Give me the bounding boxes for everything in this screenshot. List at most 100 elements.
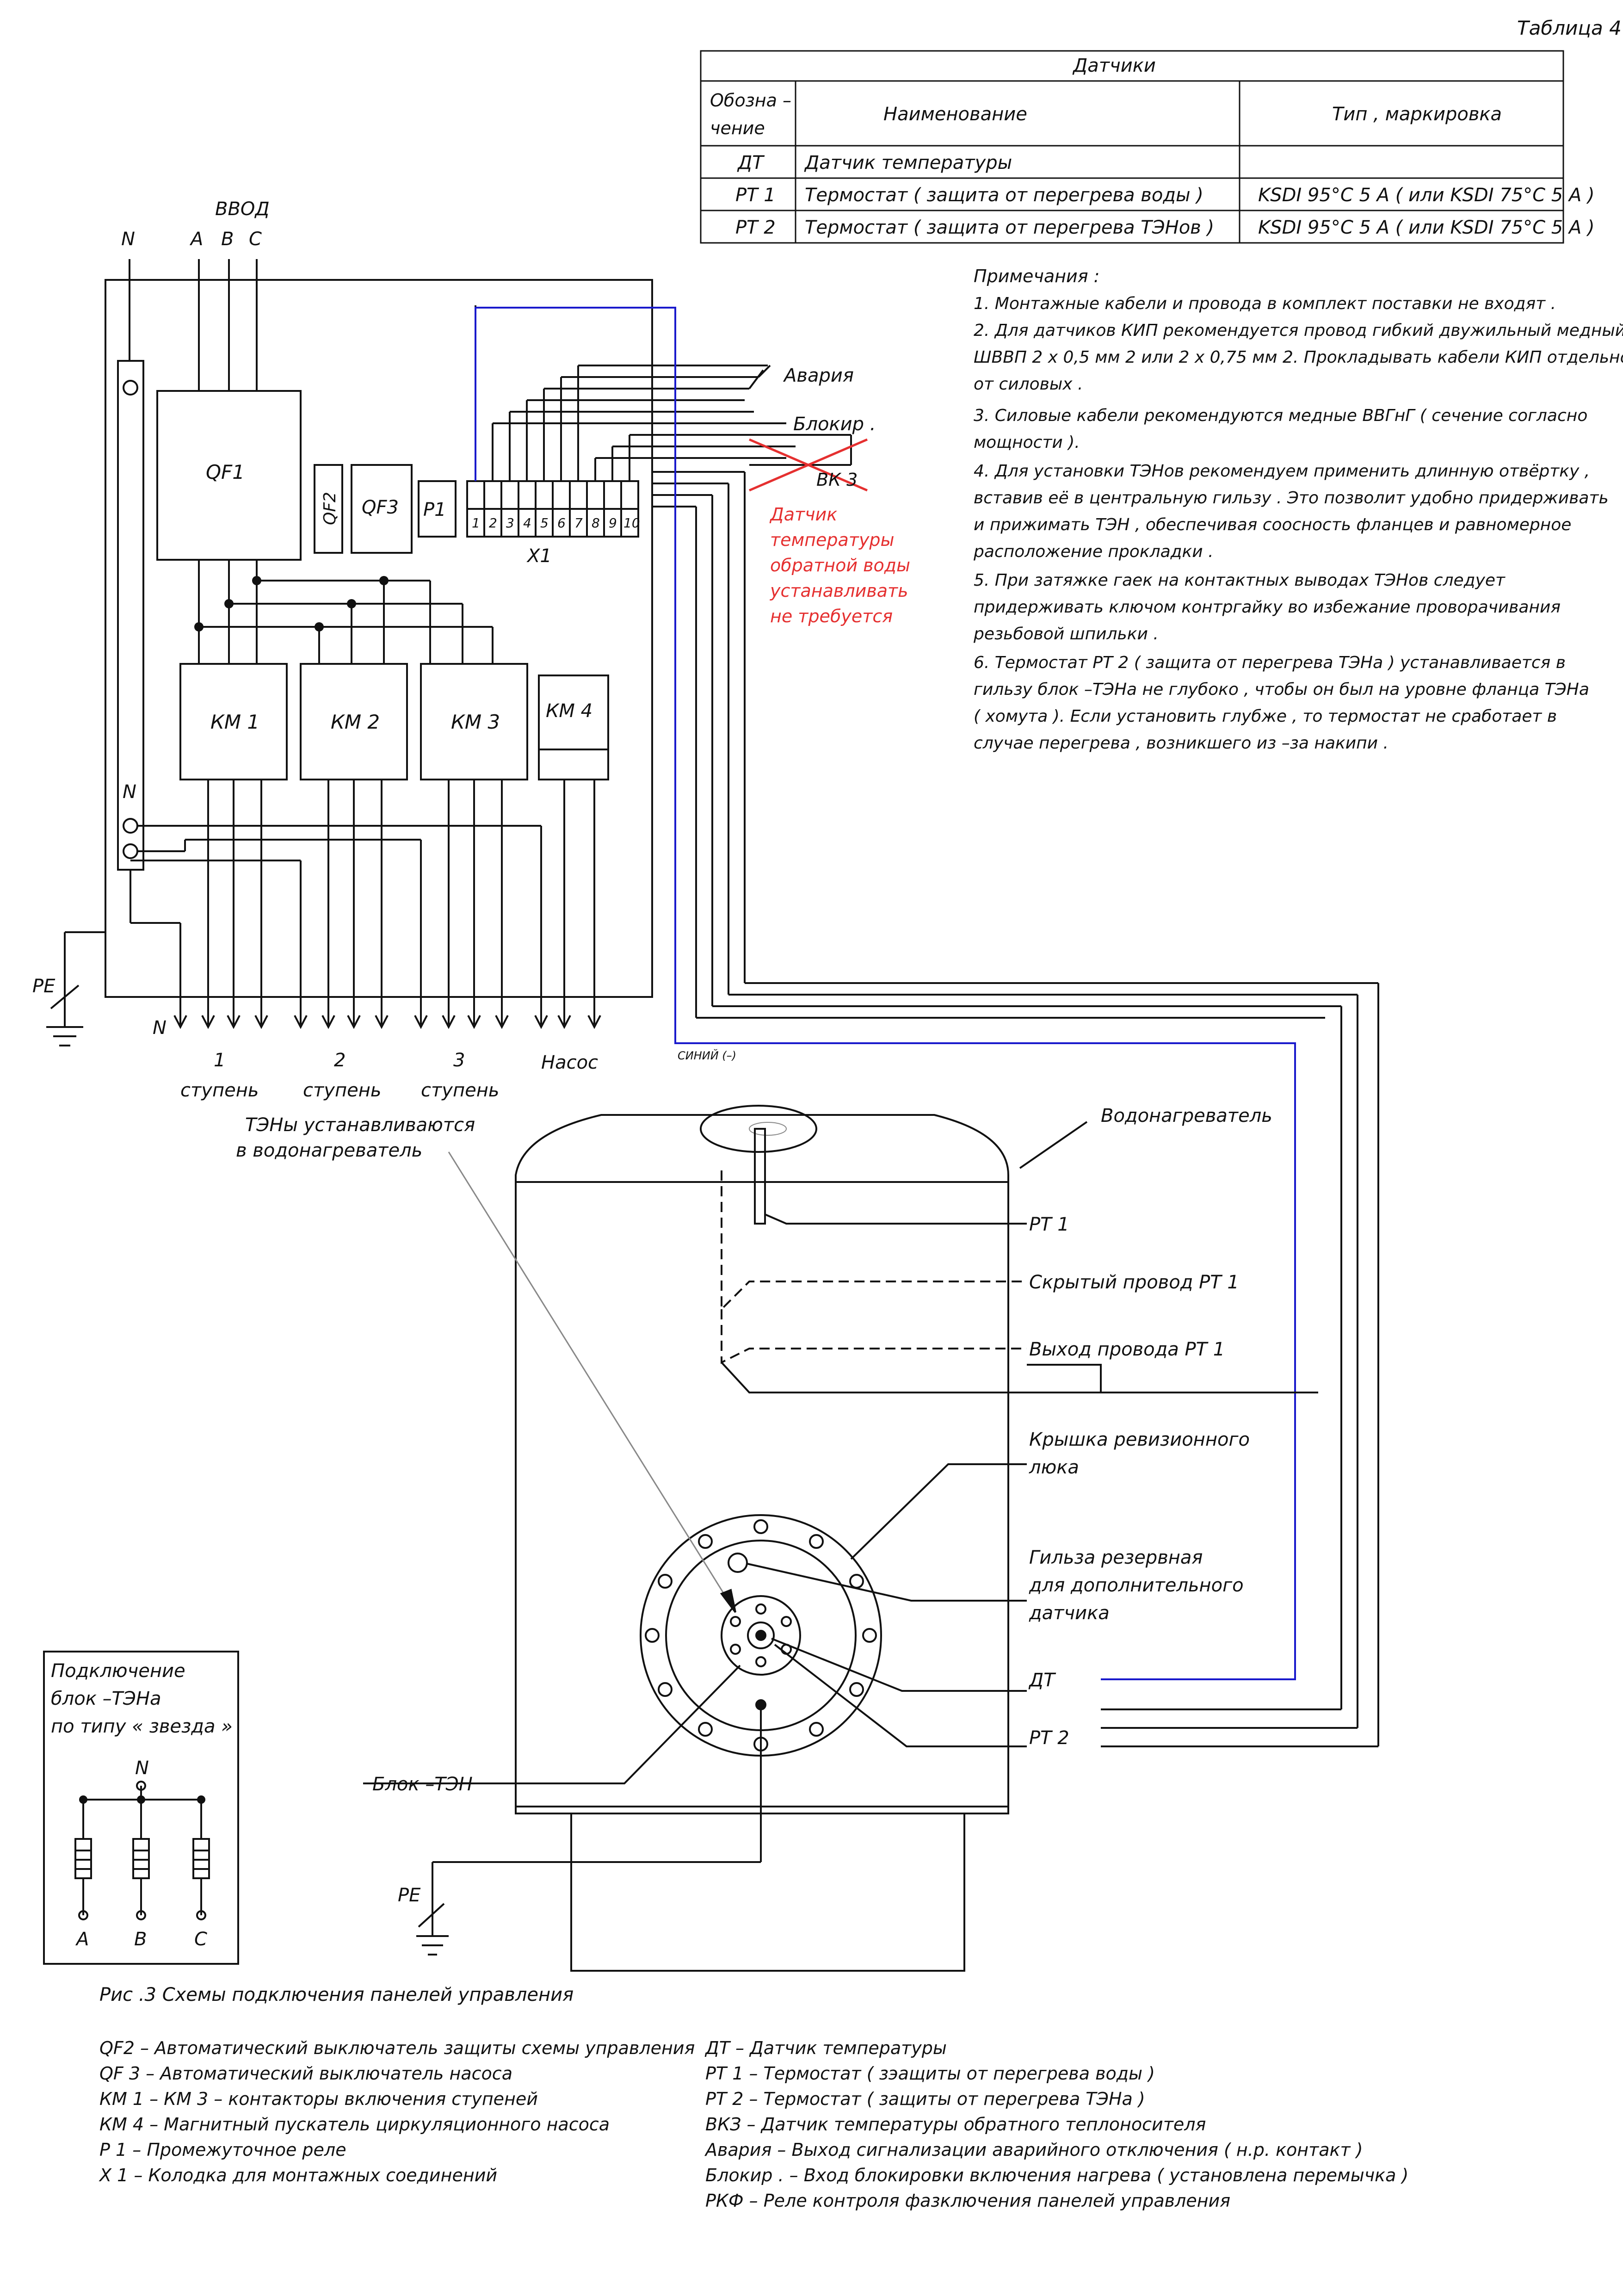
note-line: ШВВП 2 х 0,5 мм 2 или 2 х 0,75 мм 2. Про… <box>974 348 1623 367</box>
km2-label: КМ 2 <box>331 711 380 733</box>
table-row-code: РТ 1 <box>735 185 776 206</box>
blue-wire-label: СИНИЙ (–) <box>678 1049 736 1062</box>
table-row-code: ДТ <box>737 152 765 173</box>
dt-label: ДТ <box>1028 1670 1056 1691</box>
legend-left-line: QF2 – Автоматический выключатель защиты … <box>99 2038 695 2058</box>
stage-number: 1 <box>214 1050 225 1071</box>
phase-label: В <box>221 229 234 250</box>
rt1-label: РТ 1 <box>1029 1214 1069 1235</box>
pe-label: РЕ <box>32 976 56 997</box>
table-header-type: Тип , маркировка <box>1332 104 1502 125</box>
alarm-label: Авария <box>783 365 854 386</box>
note-line: 4. Для установки ТЭНов рекомендуем приме… <box>974 462 1590 481</box>
legend-left-line: Х 1 – Колодка для монтажных соединений <box>99 2165 497 2185</box>
legend-right-line: РТ 2 – Термостат ( защиты от перегрева Т… <box>705 2089 1145 2109</box>
terminal-number: 6 <box>557 515 566 531</box>
table-header-designation: Обозна – <box>710 90 791 111</box>
phase-label: С <box>249 229 262 250</box>
cover-label: Крышка ревизионного <box>1029 1429 1250 1450</box>
sleeve-label: датчика <box>1029 1603 1110 1624</box>
control-panel <box>46 259 1379 1747</box>
heater-label: Водонагреватель <box>1101 1105 1272 1126</box>
junction-dots <box>194 576 389 631</box>
block-ten-label: Блок –ТЭН <box>372 1774 473 1795</box>
legend-left-line: КМ 1 – КМ 3 – контакторы включения ступе… <box>99 2089 538 2109</box>
output-arrows <box>173 1015 601 1029</box>
terminal-number: 7 <box>574 515 583 531</box>
red-note-line: температуры <box>770 530 895 550</box>
flange-bolts <box>645 1519 877 1751</box>
legend-right-line: РТ 1 – Термостат ( зэащиты от перегрева … <box>705 2063 1155 2084</box>
terminal-number: 5 <box>540 515 549 531</box>
note-line: гильзу блок –ТЭНа не глубоко , чтобы он … <box>974 680 1589 699</box>
star-phase-label: С <box>194 1929 207 1950</box>
red-note: Датчик температуры обратной воды устанав… <box>769 504 910 626</box>
teny-note-line: в водонагреватель <box>236 1140 422 1161</box>
legend-left: QF2 – Автоматический выключатель защиты … <box>99 2038 695 2185</box>
vk3-cross <box>749 438 868 492</box>
terminal-number: 9 <box>609 515 617 531</box>
heater-pe-label: РЕ <box>398 1885 421 1906</box>
note-line: вставив её в центральную гильзу . Это по… <box>974 489 1609 507</box>
terminal-number: 3 <box>506 515 514 531</box>
table-row-code: РТ 2 <box>735 217 776 238</box>
input-label: ВВОД <box>215 198 270 220</box>
cover-label: люка <box>1029 1457 1079 1478</box>
terminal-number: 10 <box>623 515 640 531</box>
star-dots <box>79 1795 205 1804</box>
legend-left-line: QF 3 – Автоматический выключатель насоса <box>99 2063 512 2084</box>
table-header-name: Наименование <box>883 104 1027 125</box>
n-bus-label: N <box>123 781 136 803</box>
n-input-label: N <box>121 229 135 250</box>
note-line: и прижимать ТЭН , обеспечивая соосность … <box>974 515 1571 534</box>
note-line: ( хомута ). Если установить глубже , то … <box>974 707 1557 726</box>
star-title-line: блок –ТЭНа <box>51 1688 161 1709</box>
water-heater <box>363 1105 1318 1972</box>
sleeve-label: Гильза резервная <box>1029 1547 1203 1568</box>
teny-note-line: ТЭНы устанавливаются <box>245 1114 475 1136</box>
table-row-type: KSDI 95°C 5 A ( или KSDI 75°C 5 A ) <box>1258 185 1595 206</box>
stage-word: ступень <box>180 1080 259 1101</box>
vk3-label: ВК 3 <box>816 470 858 490</box>
note-line: от силовых . <box>974 375 1083 394</box>
stage-word: ступень <box>303 1080 381 1101</box>
note-line: расположение прокладки . <box>973 542 1214 561</box>
figure-caption: Рис .3 Схемы подключения панелей управле… <box>99 1984 574 2005</box>
p1-label: Р1 <box>423 499 446 520</box>
table-number: Таблица 4 <box>1517 17 1622 39</box>
km1-label: КМ 1 <box>210 711 259 733</box>
rt2-label: РТ 2 <box>1029 1727 1069 1749</box>
qf2-label: QF2 <box>321 492 339 525</box>
star-phase-label: А <box>75 1929 89 1950</box>
pump-label: Насос <box>541 1052 598 1073</box>
red-note-line: Датчик <box>769 504 837 525</box>
note-line: 2. Для датчиков КИП рекомендуется провод… <box>974 321 1623 340</box>
stage-number: 2 <box>334 1050 346 1071</box>
stage-number: 3 <box>453 1050 465 1071</box>
out-n-label: N <box>153 1017 167 1039</box>
notes-title: Примечания : <box>974 266 1099 286</box>
note-line: 1. Монтажные кабели и провода в комплект… <box>974 294 1556 313</box>
terminal-number: 8 <box>592 515 600 531</box>
terminal-number: 4 <box>523 515 531 531</box>
star-n-label: N <box>135 1758 149 1779</box>
note-line: резьбовой шпильки . <box>973 625 1159 644</box>
note-line: случае перегрева , возникшего из –за нак… <box>974 734 1388 753</box>
legend-right-line: Авария – Выход сигнализации аварийного о… <box>704 2140 1363 2160</box>
phase-label: А <box>189 229 203 250</box>
legend-right-line: ДТ – Датчик температуры <box>704 2038 947 2058</box>
notes-block: Примечания : 1. Монтажные кабели и прово… <box>973 266 1623 753</box>
km4-label: КМ 4 <box>546 700 592 722</box>
hidden-wire-label: Скрытый провод РТ 1 <box>1029 1272 1239 1293</box>
star-phase-label: В <box>134 1929 147 1950</box>
note-line: придерживать ключом контргайку во избежа… <box>974 598 1561 617</box>
table-title: Датчики <box>1072 55 1156 76</box>
note-line: 5. При затяжке гаек на контактных вывода… <box>974 571 1506 590</box>
table-row-name: Термостат ( защита от перегрева ТЭНов ) <box>805 217 1214 238</box>
note-line: 6. Термостат РТ 2 ( защита от перегрева … <box>974 653 1566 672</box>
note-line: мощности ). <box>974 433 1080 452</box>
terminal-number: 1 <box>472 515 480 531</box>
table-row-name: Датчик температуры <box>804 152 1012 173</box>
red-note-line: обратной воды <box>770 555 910 576</box>
